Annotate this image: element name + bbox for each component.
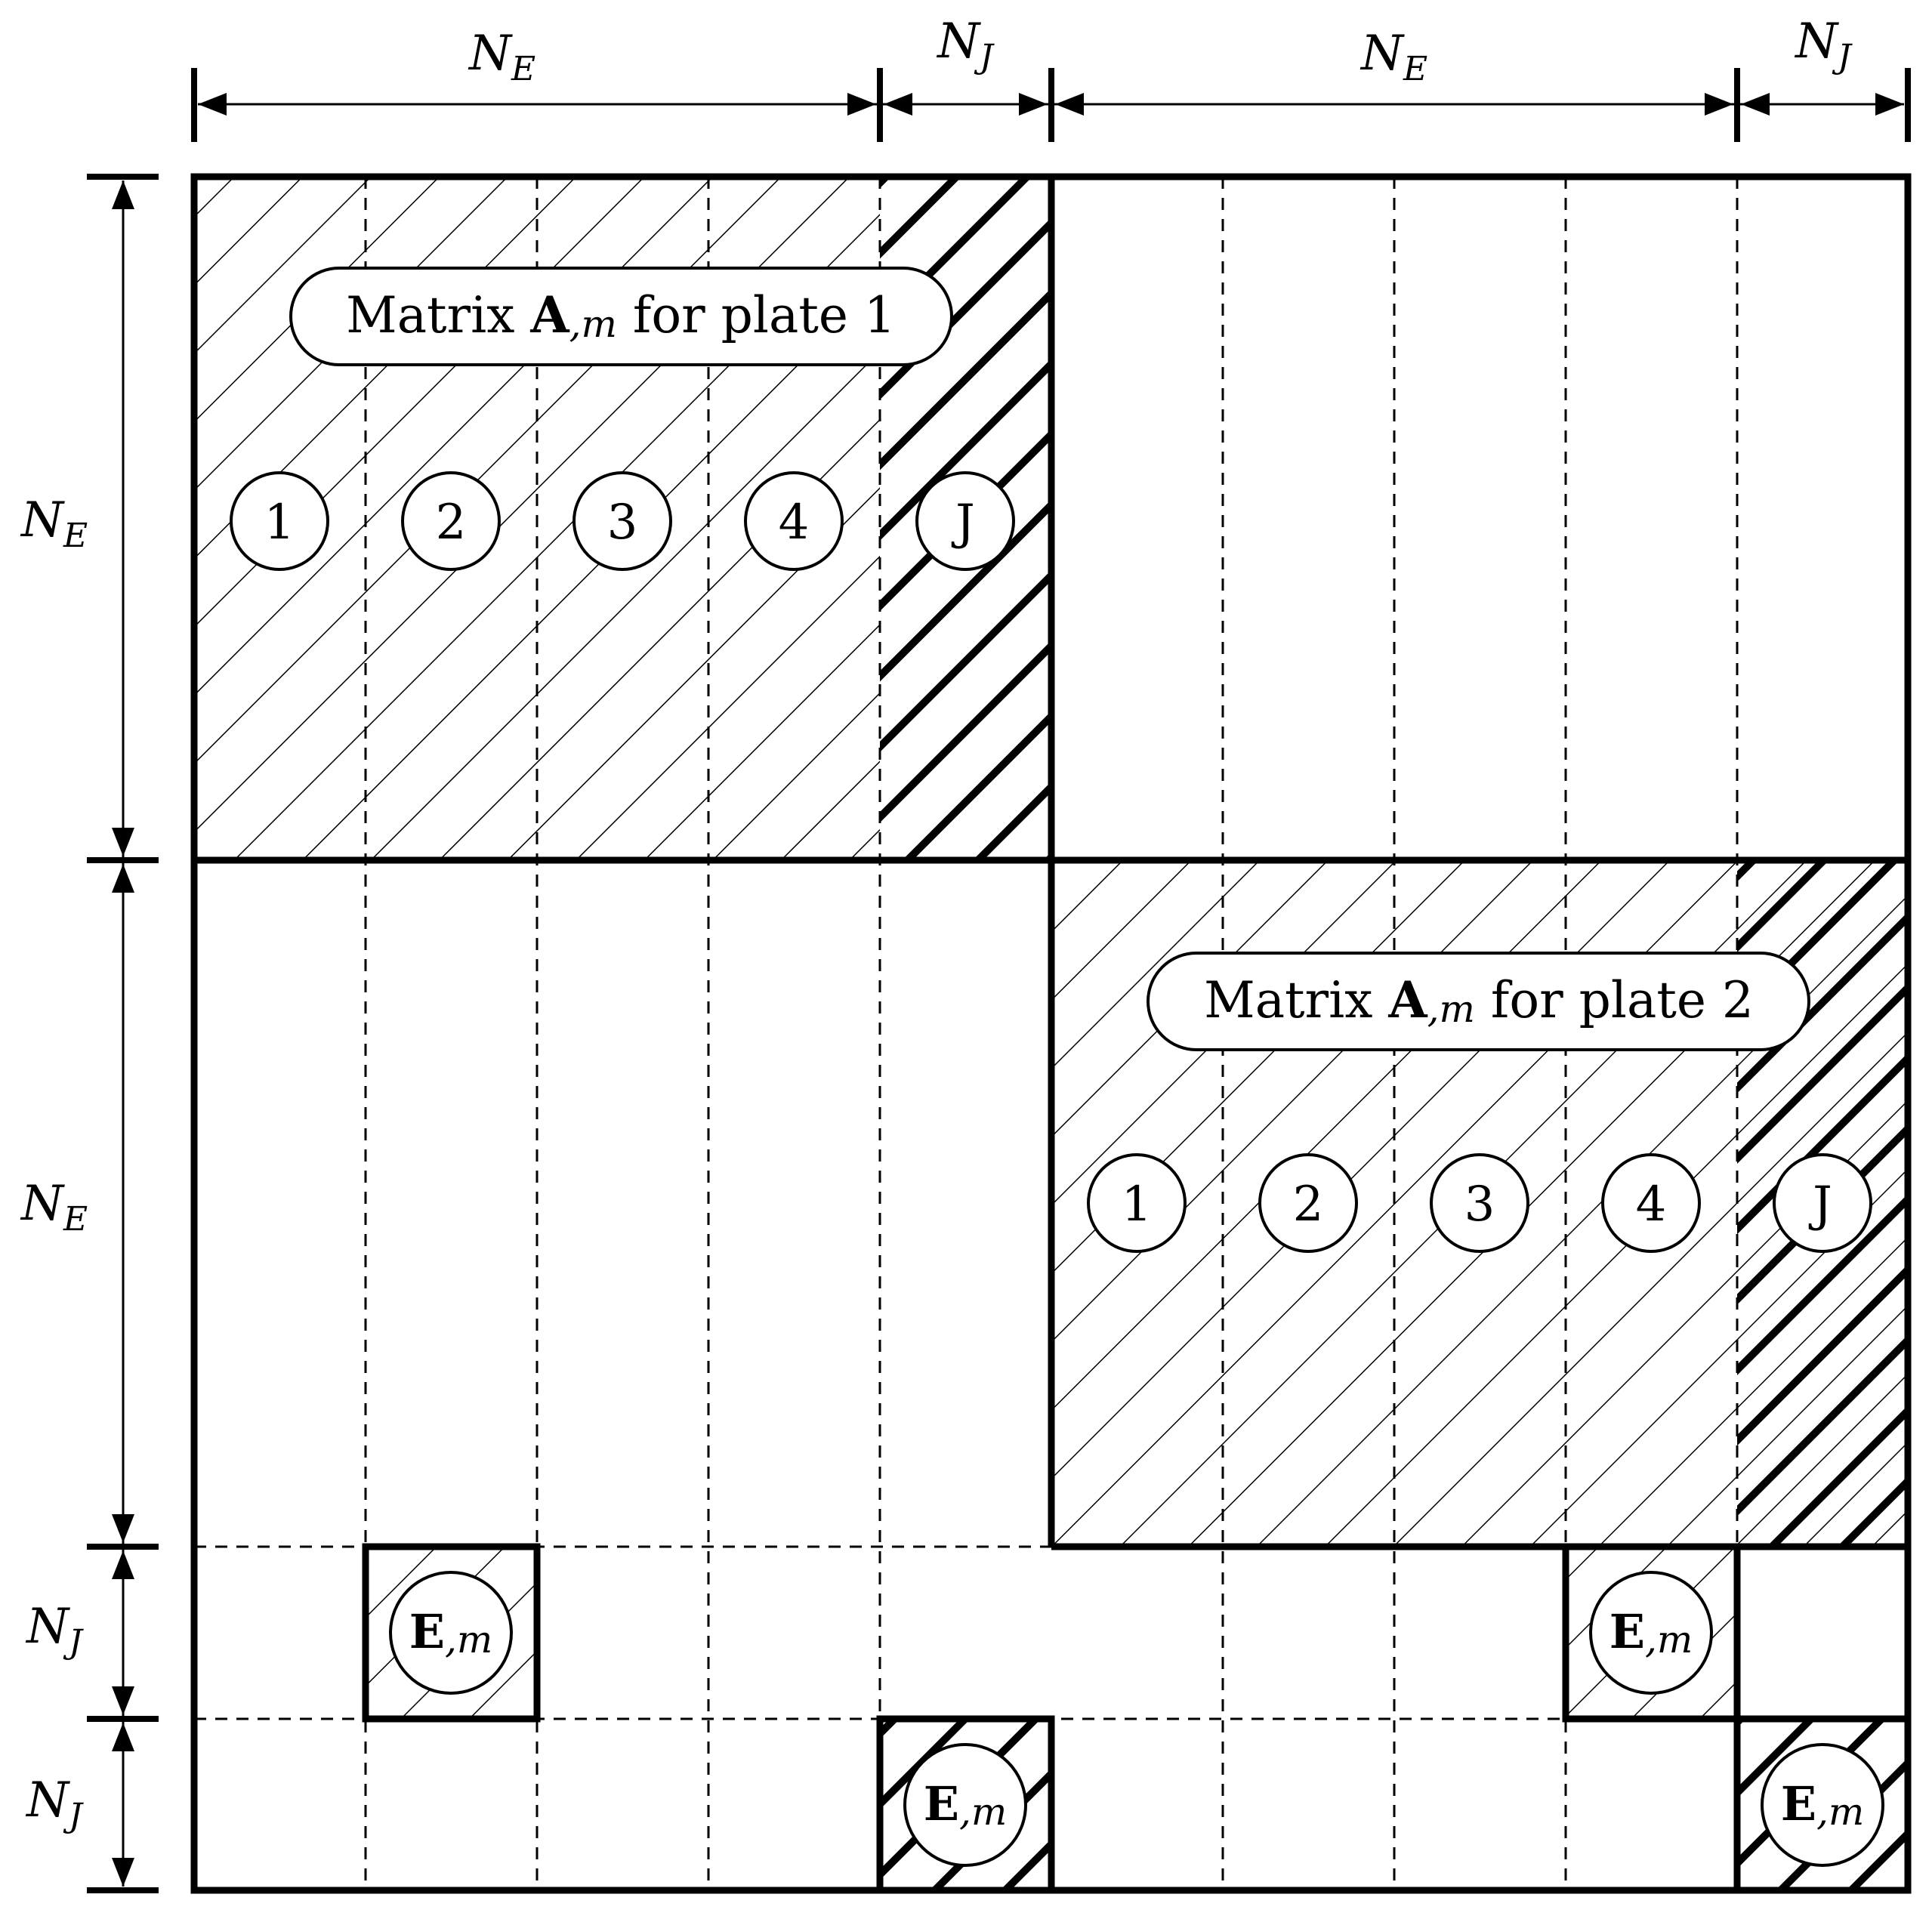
plate2-circle-1: 1 xyxy=(1122,1177,1153,1233)
svg-text:Matrix A,m for plate 2: Matrix A,m for plate 2 xyxy=(1204,970,1754,1031)
top-label-ne-2: NE xyxy=(1359,26,1427,88)
e-label-4: E,m xyxy=(1781,1776,1865,1834)
plate2-circle-3: 3 xyxy=(1464,1177,1495,1233)
plate2-circles: 1 2 3 4 J xyxy=(1087,1153,1872,1253)
plate1-circle-2: 2 xyxy=(436,495,467,551)
plate1-circle-j: J xyxy=(951,495,975,551)
top-label-ne-1: NE xyxy=(468,26,535,88)
e-circles: E,m E,m E,m E,m xyxy=(389,1571,1884,1867)
plate1-circle-1: 1 xyxy=(264,495,295,551)
plate1-circles: 1 2 3 4 J xyxy=(230,471,1015,571)
plate2-circle-j: J xyxy=(1808,1177,1832,1233)
e-label-1: E,m xyxy=(409,1604,493,1661)
plate2-circle-4: 4 xyxy=(1636,1177,1667,1233)
top-dimension-arrows xyxy=(191,68,1911,142)
left-label-ne-2: NE xyxy=(20,1176,88,1239)
svg-text:Matrix A,m for plate 1: Matrix A,m for plate 1 xyxy=(346,285,896,346)
e-label-2: E,m xyxy=(1609,1604,1693,1661)
left-label-ne-1: NE xyxy=(20,492,88,555)
plate2-title: Matrix A,m for plate 2 xyxy=(1147,952,1810,1051)
top-label-nj-1: NJ xyxy=(936,14,995,76)
left-dimension-arrows xyxy=(87,174,159,1893)
e-label-3: E,m xyxy=(924,1776,1008,1834)
block-outlines xyxy=(190,173,1912,1894)
plate1-title: Matrix A,m for plate 1 xyxy=(289,267,953,366)
top-label-nj-2: NJ xyxy=(1794,14,1853,76)
plate1-circle-4: 4 xyxy=(779,495,810,551)
plate2-circle-2: 2 xyxy=(1293,1177,1324,1233)
plate1-circle-3: 3 xyxy=(607,495,638,551)
left-label-nj-2: NJ xyxy=(25,1772,84,1835)
left-label-nj-1: NJ xyxy=(25,1599,84,1661)
